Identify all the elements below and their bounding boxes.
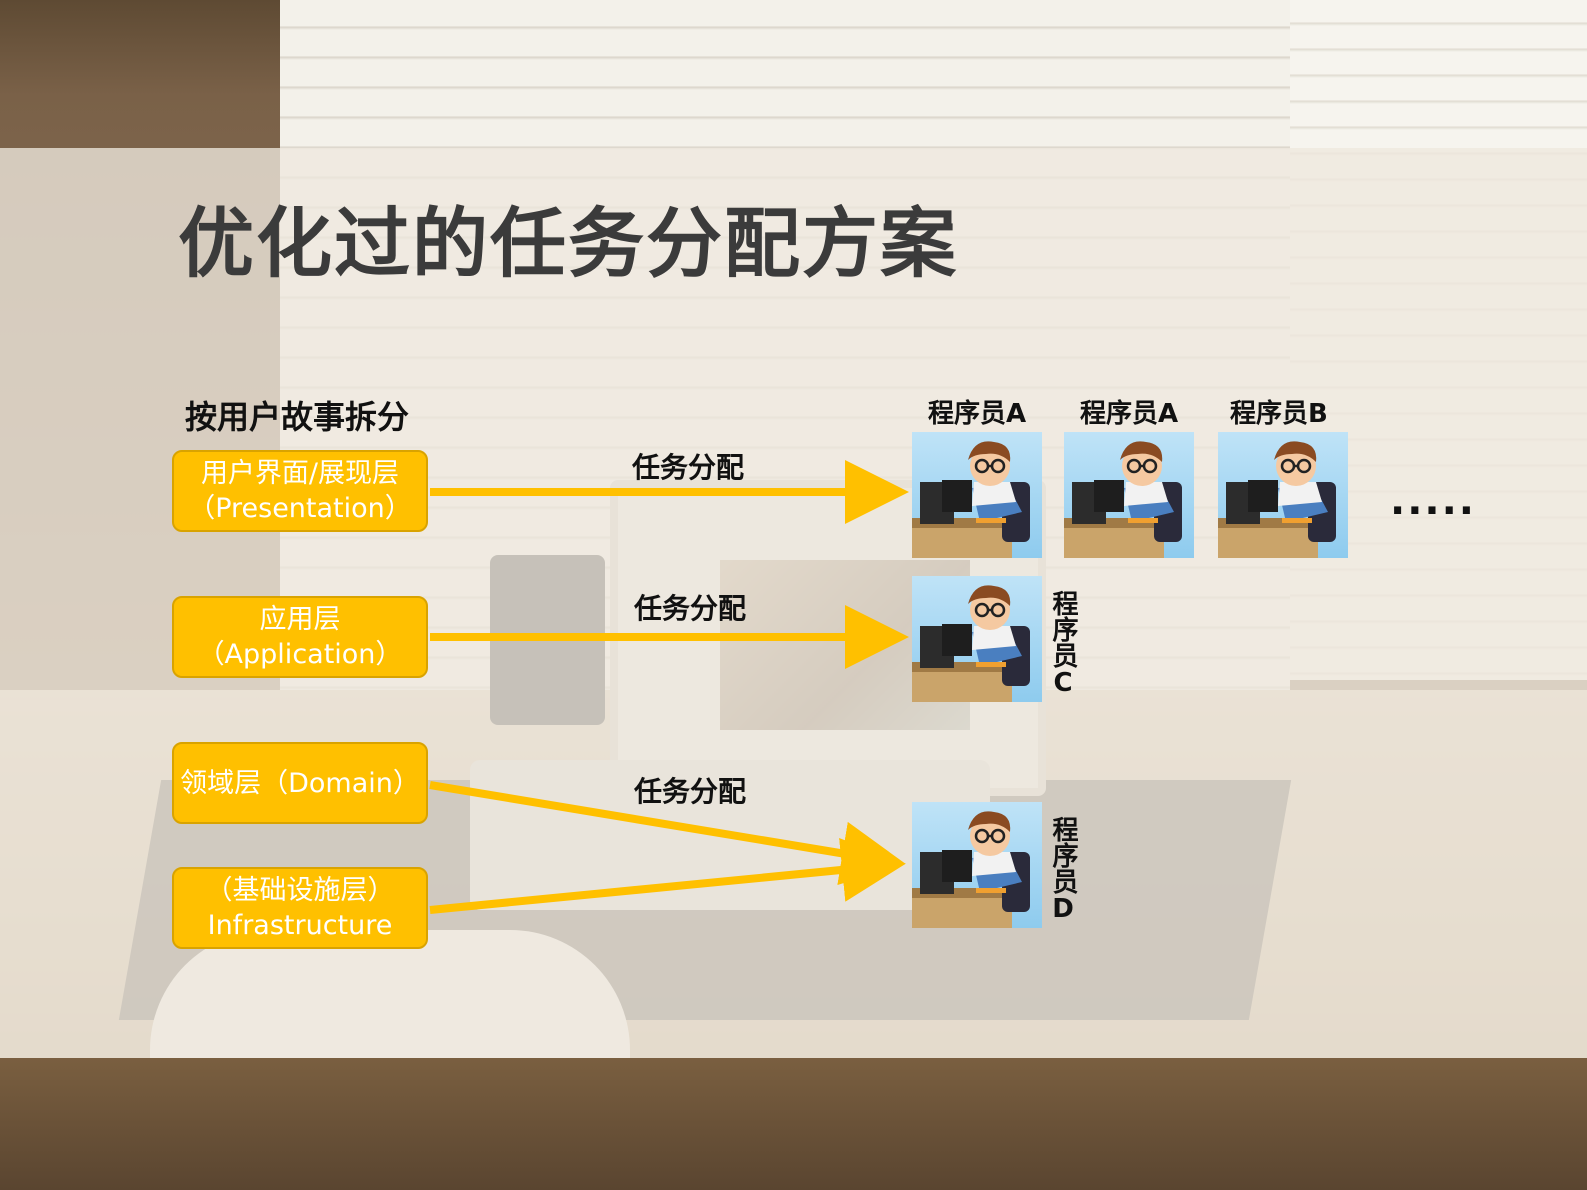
programmer-label: 程序员A	[1080, 399, 1179, 429]
programmer-icon	[1064, 441, 1182, 558]
programmer-label-d: 程序员D	[1048, 816, 1078, 924]
layer-label: （基础设施层）	[205, 875, 395, 906]
programmer-avatar	[1218, 432, 1348, 558]
assign-label: 任务分配	[634, 775, 747, 808]
arrow-infrastructure	[429, 838, 906, 914]
programmer-avatar	[912, 576, 1042, 702]
more-ellipsis: .....	[1390, 478, 1476, 524]
programmer-avatar	[912, 432, 1042, 558]
bottom-band	[0, 1058, 1587, 1190]
programmer-label: 程序员A	[928, 399, 1027, 429]
layer-box-infrastructure: （基础设施层） Infrastructure	[172, 867, 428, 949]
programmer-label-c: 程序员C	[1048, 590, 1078, 698]
layer-sublabel: Infrastructure	[207, 910, 393, 941]
programmer-icon	[1218, 441, 1336, 558]
layer-label: 用户界面/展现层	[200, 458, 400, 489]
programmer-icon	[912, 811, 1030, 928]
layer-sublabel: （Presentation）	[188, 493, 412, 524]
programmer-avatar	[1064, 432, 1194, 558]
layer-sublabel: （Application）	[197, 639, 403, 670]
programmer-avatar	[912, 802, 1042, 928]
layer-box-presentation: 用户界面/展现层 （Presentation）	[172, 450, 428, 532]
layer-box-domain: 领域层（Domain）	[172, 742, 428, 824]
arrow-domain	[429, 781, 906, 886]
programmer-icon	[912, 585, 1030, 702]
programmer-icon	[912, 441, 1030, 558]
page-title: 优化过的任务分配方案	[178, 199, 958, 288]
layer-label: 应用层	[259, 604, 341, 635]
layer-label: 领域层（Domain）	[180, 767, 420, 799]
programmer-label: 程序员B	[1230, 399, 1328, 429]
assign-label: 任务分配	[632, 451, 745, 484]
assign-label: 任务分配	[634, 592, 747, 625]
layer-box-application: 应用层 （Application）	[172, 596, 428, 678]
section-label: 按用户故事拆分	[185, 398, 410, 436]
